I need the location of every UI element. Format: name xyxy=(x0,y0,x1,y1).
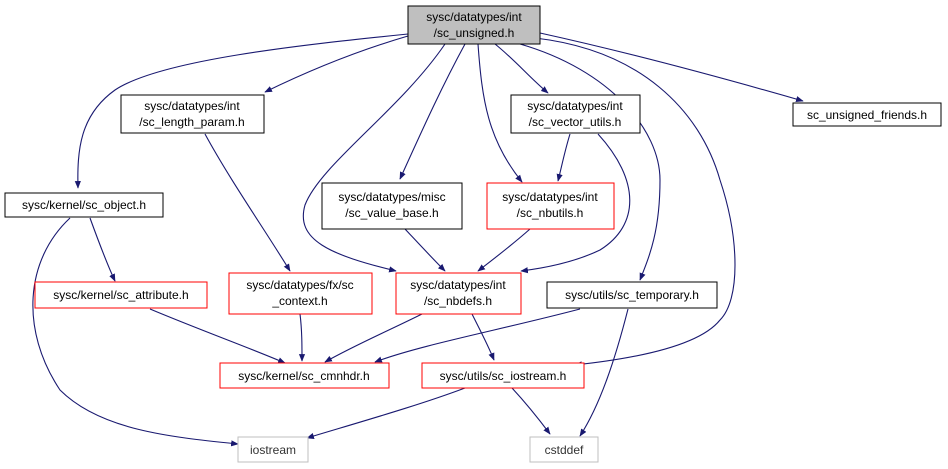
node-sc-object[interactable]: sysc/kernel/sc_object.h xyxy=(4,192,164,218)
node-nbutils-line1: sysc/datatypes/int xyxy=(502,190,598,204)
edge-root-to-unsigned-friends xyxy=(539,32,804,103)
edge-length-param-to-fx-context xyxy=(204,133,291,272)
edge-root-to-length-param xyxy=(264,35,409,93)
edge-root-to-iostream-h xyxy=(534,37,736,368)
node-fx-context[interactable]: sysc/datatypes/fx/sc _context.h xyxy=(228,272,373,315)
edge-sc-attribute-to-cmnhdr xyxy=(149,308,286,364)
edge-root-to-nbdefs-curve xyxy=(302,43,446,273)
node-sc-attribute[interactable]: sysc/kernel/sc_attribute.h xyxy=(34,281,208,309)
edge-iostream-h-to-cstddef xyxy=(511,387,551,435)
node-vector-utils[interactable]: sysc/datatypes/int /sc_vector_utils.h xyxy=(510,94,641,134)
node-cstddef[interactable]: cstddef xyxy=(529,436,599,463)
node-sc-object-line1: sysc/kernel/sc_object.h xyxy=(22,198,146,212)
node-cmnhdr[interactable]: sysc/kernel/sc_cmnhdr.h xyxy=(219,362,390,389)
edge-sc-object-to-sc-attribute xyxy=(89,217,116,282)
edge-vector-utils-to-nbdefs xyxy=(520,133,631,274)
node-unsigned-friends[interactable]: sc_unsigned_friends.h xyxy=(792,102,942,127)
node-sc-iostream-h-line1: sysc/utils/sc_iostream.h xyxy=(440,369,567,383)
node-nbdefs-line2: /sc_nbdefs.h xyxy=(424,294,492,308)
node-cstddef-line1: cstddef xyxy=(545,443,584,457)
edge-nbdefs-to-cmnhdr xyxy=(324,313,423,363)
node-value-base-line1: sysc/datatypes/misc xyxy=(338,190,445,204)
edge-root-to-value-base xyxy=(399,43,466,180)
edge-iostream-h-to-iostream xyxy=(306,387,466,439)
edge-vector-utils-to-nbutils xyxy=(556,133,571,182)
node-length-param[interactable]: sysc/datatypes/int /sc_length_param.h xyxy=(120,94,265,134)
edge-root-to-sc-object xyxy=(74,33,409,189)
edge-root-to-nbutils xyxy=(477,43,523,183)
node-value-base-line2: /sc_value_base.h xyxy=(345,206,438,220)
edges xyxy=(32,32,804,447)
edge-sc-object-to-iostream xyxy=(32,217,239,447)
node-sc-attribute-line1: sysc/kernel/sc_attribute.h xyxy=(53,288,188,302)
edge-temporary-to-cmnhdr xyxy=(374,308,581,363)
node-nbutils-line2: /sc_nbutils.h xyxy=(517,206,584,220)
node-temporary[interactable]: sysc/utils/sc_temporary.h xyxy=(546,281,718,309)
node-length-param-line2: /sc_length_param.h xyxy=(139,115,244,129)
node-fx-context-line1: sysc/datatypes/fx/sc xyxy=(246,278,353,292)
node-vector-utils-line1: sysc/datatypes/int xyxy=(527,99,623,113)
node-root-line2: /sc_unsigned.h xyxy=(434,26,515,40)
node-cmnhdr-line1: sysc/kernel/sc_cmnhdr.h xyxy=(238,369,369,383)
node-iostream[interactable]: iostream xyxy=(237,436,309,463)
edge-root-to-vector-utils xyxy=(494,43,549,94)
node-length-param-line1: sysc/datatypes/int xyxy=(144,99,240,113)
node-fx-context-line2: _context.h xyxy=(271,294,327,308)
edge-value-base-to-nbdefs xyxy=(404,228,446,272)
node-root[interactable]: sysc/datatypes/int /sc_unsigned.h xyxy=(407,5,541,45)
node-vector-utils-line2: /sc_vector_utils.h xyxy=(529,115,622,129)
node-value-base[interactable]: sysc/datatypes/misc /sc_value_base.h xyxy=(321,182,463,230)
edge-nbutils-to-nbdefs xyxy=(477,228,531,272)
node-nbdefs-line1: sysc/datatypes/int xyxy=(410,278,506,292)
node-sc-iostream-h[interactable]: sysc/utils/sc_iostream.h xyxy=(421,362,585,389)
edge-nbdefs-to-iostream-h xyxy=(471,313,495,361)
node-iostream-line1: iostream xyxy=(250,443,296,457)
node-nbutils[interactable]: sysc/datatypes/int /sc_nbutils.h xyxy=(486,182,615,230)
edge-root-to-temporary xyxy=(519,43,661,281)
node-root-line1: sysc/datatypes/int xyxy=(426,10,522,24)
edge-fx-context-to-cmnhdr xyxy=(298,313,306,362)
node-temporary-line1: sysc/utils/sc_temporary.h xyxy=(565,288,699,302)
node-unsigned-friends-line1: sc_unsigned_friends.h xyxy=(807,108,927,122)
edge-temporary-to-cstddef xyxy=(579,308,629,437)
node-nbdefs[interactable]: sysc/datatypes/int /sc_nbdefs.h xyxy=(395,272,522,315)
